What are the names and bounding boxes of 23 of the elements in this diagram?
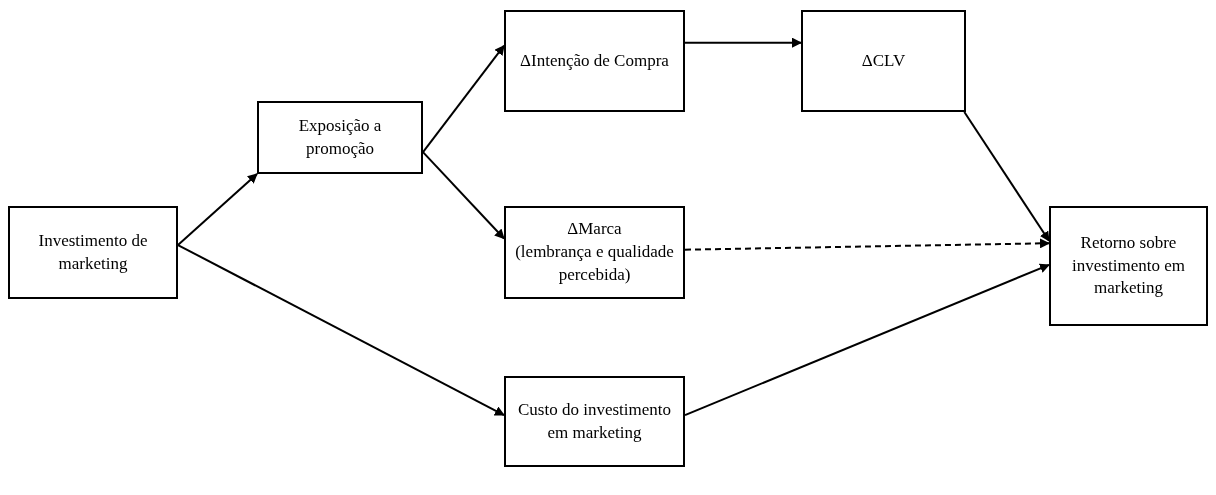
- arrow: [963, 111, 1050, 242]
- arrow: [684, 238, 1050, 251]
- box-label: ΔMarca: [567, 218, 622, 241]
- process-box: [801, 10, 966, 112]
- box-label: ΔIntenção de Compra: [520, 49, 669, 72]
- arrow: [177, 173, 258, 247]
- arrow: [422, 151, 505, 240]
- arrow: [422, 44, 505, 154]
- process-box: [1049, 206, 1208, 326]
- process-box: [8, 206, 178, 299]
- arrow: [684, 263, 1050, 417]
- process-box: [504, 10, 685, 112]
- box-label: Exposição a promoção: [297, 114, 383, 160]
- box-label: Investimento de marketing: [37, 229, 149, 275]
- process-box: [257, 101, 423, 174]
- box-label: (lembrança e qualidade percebida): [514, 241, 675, 286]
- process-box: [504, 206, 685, 299]
- arrow: [177, 244, 505, 417]
- box-label: Retorno sobre investimento em marketing: [1071, 231, 1186, 300]
- arrow: [684, 37, 802, 48]
- box-label: ΔCLV: [861, 49, 906, 72]
- process-box: [504, 376, 685, 467]
- box-label: Custo do investimento em marketing: [517, 398, 672, 444]
